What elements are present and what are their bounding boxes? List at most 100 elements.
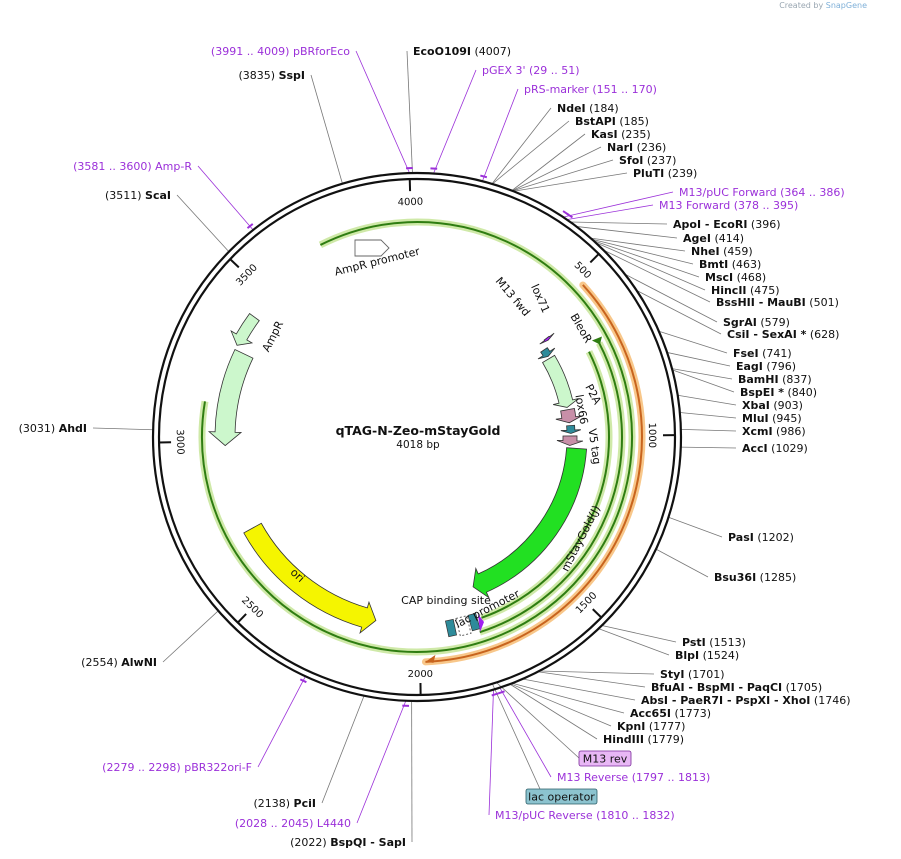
enzyme-ahdi-leader (92, 427, 154, 431)
enzyme-sgrai-leader (624, 273, 718, 323)
enzyme-pcii-label: (2138) PciI (253, 797, 316, 810)
enzyme-absi-paer7i-pspxi-xhoi-name: AbsI - PaeR7I - PspXI - XhoI (641, 694, 810, 707)
m13-rev-box (578, 750, 632, 767)
enzyme-pluti-position: (239) (664, 167, 697, 180)
primer-l4440-range: (2028 .. 2045) (235, 817, 317, 830)
plasmid-name: qTAG-N-Zeo-mStayGold (336, 423, 501, 438)
enzyme-kasi-leader (511, 133, 586, 191)
enzyme-kpni-leader (510, 683, 612, 727)
enzyme-acci-name: AccI (742, 442, 768, 455)
primer-l4440-name: L4440 (317, 817, 351, 830)
snapgene-credit: Created by SnapGene (779, 1, 867, 10)
enzyme-pasi-position: (1202) (754, 531, 794, 544)
lac-operator-leader (491, 682, 541, 790)
enzyme-scai-position: (3511) (105, 189, 145, 202)
primer-m13-reverse-range: (1797 .. 1813) (632, 771, 711, 784)
enzyme-bspei-leader (672, 369, 735, 393)
bleor-arrow (542, 354, 579, 408)
primer-site-prs-marker (480, 174, 488, 179)
enzyme-csii-sexai-leader (636, 290, 722, 335)
enzyme-nari-leader (512, 146, 602, 192)
enzyme-bstapi-position: (185) (616, 115, 649, 128)
primer-m13-forward-range: (378 .. 395) (734, 199, 799, 212)
green-track-outer (479, 342, 623, 634)
enzyme-absi-paer7i-pspxi-xhoi-label: AbsI - PaeR7I - PspXI - XhoI (1746) (641, 694, 850, 707)
enzyme-kasi-position: (235) (618, 128, 651, 141)
enzyme-blpi-label: BlpI (1524) (675, 649, 739, 662)
enzyme-sfoi-position: (237) (643, 154, 676, 167)
enzyme-xbai-label: XbaI (903) (742, 399, 803, 412)
primer-prs-marker-label: pRS-marker (151 .. 170) (524, 83, 657, 96)
enzyme-msci-leader (593, 240, 700, 278)
enzyme-ecoo109i-position: (4007) (471, 45, 511, 58)
enzyme-eagi-position: (796) (763, 360, 796, 373)
enzyme-absi-paer7i-pspxi-xhoi-leader (522, 678, 636, 701)
enzyme-fsei-position: (741) (759, 347, 792, 360)
primer-pgex-3-label: pGEX 3' (29 .. 51) (482, 64, 580, 77)
enzyme-bspei-position: (840) (784, 386, 817, 399)
enzyme-mlui-label: MluI (945) (742, 412, 802, 425)
lox66-label: lox66 (572, 394, 590, 426)
primer-pbr322ori-f-name: pBR322ori-F (184, 761, 252, 774)
enzyme-pluti-name: PluTI (633, 167, 664, 180)
enzyme-bamhi-label: BamHI (837) (738, 373, 812, 386)
enzyme-hindiii-position: (1779) (644, 733, 684, 746)
enzyme-mlui-name: MluI (742, 412, 769, 425)
enzyme-pluti-label: PluTI (239) (633, 167, 697, 180)
enzyme-bspei-label: BspEI * (840) (740, 386, 817, 399)
feature-tracks (198, 218, 646, 666)
enzyme-bsu36i-name: Bsu36I (714, 571, 756, 584)
cap-binding-site-box (445, 618, 457, 638)
enzyme-xbai-position: (903) (770, 399, 803, 412)
enzyme-pcii-position: (2138) (253, 797, 293, 810)
enzyme-xcmi-label: XcmI (986) (742, 425, 806, 438)
enzyme-ndei-label: NdeI (184) (557, 102, 619, 115)
enzyme-scai-leader (176, 194, 230, 252)
mstaygold-arrow (472, 447, 587, 599)
enzyme-agei-position: (414) (711, 232, 744, 245)
tick-label-2000: 2000 (408, 669, 433, 680)
green-track-inner (481, 351, 610, 619)
tick-mark-1500 (592, 608, 603, 619)
enzyme-hincii-leader (595, 242, 706, 291)
enzyme-bamhi-leader (671, 368, 733, 380)
enzyme-xcmi-name: XcmI (742, 425, 773, 438)
enzyme-kpni-position: (1777) (645, 720, 685, 733)
enzyme-agei-label: AgeI (414) (683, 232, 744, 245)
primer-site-m13-reverse (497, 690, 505, 695)
primer-pbr322ori-f-leader (257, 676, 306, 768)
tick-label-3000: 3000 (174, 429, 186, 455)
enzyme-xbai-name: XbaI (742, 399, 770, 412)
primer-m13-puc-reverse-range: (1810 .. 1832) (596, 809, 675, 822)
enzyme-sgrai-label: SgrAI (579) (723, 316, 790, 329)
enzyme-blpi-name: BlpI (675, 649, 699, 662)
enzyme-bmti-name: BmtI (699, 258, 728, 271)
enzyme-xbai-leader (677, 394, 737, 406)
amp-track (201, 221, 633, 653)
enzyme-kpni-name: KpnI (617, 720, 645, 733)
enzyme-psti-position: (1513) (706, 636, 746, 649)
enzyme-acc65i-position: (1773) (671, 707, 711, 720)
enzyme-bsshii-maubi-name: BssHII - MauBI (716, 296, 806, 309)
enzyme-scai-name: ScaI (145, 189, 171, 202)
enzyme-alwni-label: (2554) AlwNI (81, 656, 157, 669)
enzyme-ahdi-name: AhdI (59, 422, 87, 435)
primer-m13-puc-forward-label: M13/pUC Forward (364 .. 386) (679, 186, 845, 199)
enzyme-apoi-ecori-label: ApoI - EcoRI (396) (673, 218, 781, 231)
enzyme-bmti-position: (463) (728, 258, 761, 271)
v5-tag-label: V5 tag (586, 428, 604, 466)
enzyme-alwni-position: (2554) (81, 656, 121, 669)
enzyme-hindiii-leader (509, 683, 598, 740)
primer-prs-marker-name: pRS-marker (524, 83, 592, 96)
enzyme-csii-sexai-name: CsiI - SexAI * (727, 328, 807, 341)
enzyme-bstapi-leader (492, 120, 570, 185)
tick-mark-500 (589, 253, 600, 264)
primer-m13-puc-forward-range: (364 .. 386) (780, 186, 845, 199)
m13-fwd-marker (539, 332, 555, 345)
primer-pbrforeco-leader (355, 50, 410, 174)
enzyme-bmti-label: BmtI (463) (699, 258, 761, 271)
primer-m13-puc-reverse-name: M13/pUC Reverse (495, 809, 596, 822)
tick-mark-2500 (237, 613, 247, 624)
enzyme-blpi-position: (1524) (699, 649, 739, 662)
